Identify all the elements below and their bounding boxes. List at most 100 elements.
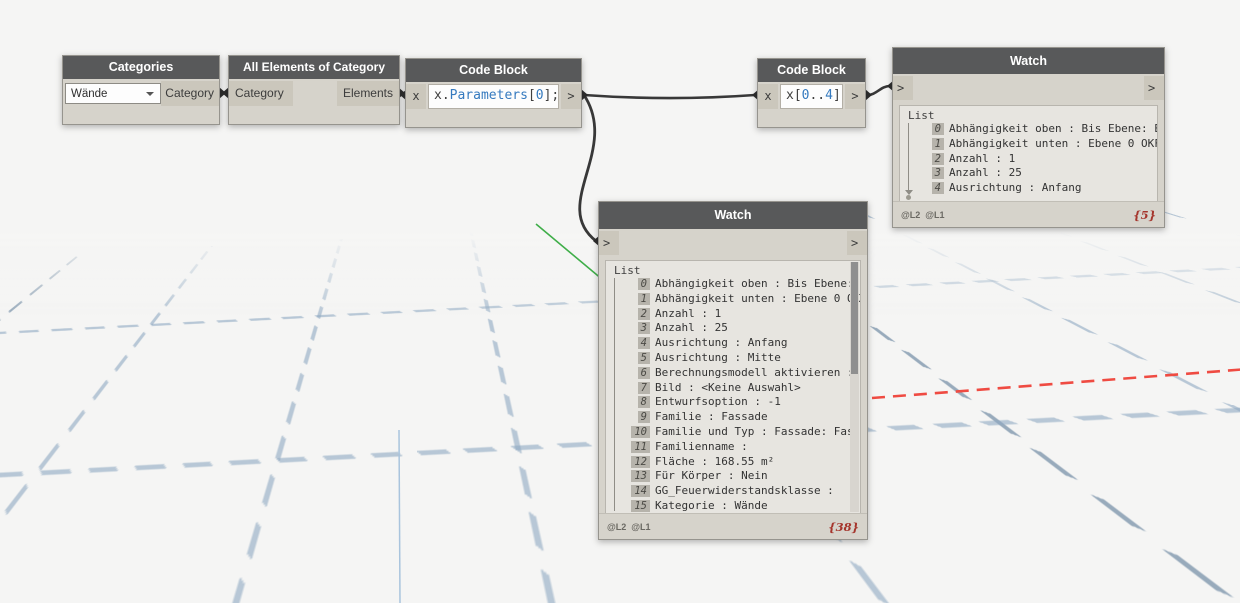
list-item: 9 Familie : Fassade (606, 410, 860, 425)
node-watch-main[interactable]: Watch > > List 0 Abhängigkeit oben : Bis … (598, 201, 868, 540)
item-text: Abhängigkeit oben : Bis Ebene: Ebe (949, 122, 1157, 135)
item-text: Anzahl : 1 (949, 151, 1016, 165)
item-text: Für Körper : Nein (655, 469, 768, 483)
node-title: Categories (63, 56, 219, 79)
watch-footer: @L2 @L1 {5} (893, 201, 1164, 227)
item-index-badge: 1 (637, 292, 650, 305)
item-index-badge: 15 (631, 499, 650, 512)
item-index-badge: 0 (931, 123, 944, 135)
code-token: [ (527, 88, 536, 103)
output-port-elements[interactable]: Elements (337, 81, 399, 106)
input-pin-all-elements[interactable] (222, 87, 229, 99)
node-title: Watch (893, 48, 1164, 74)
item-text: Abhängigkeit oben : Bis Ebene: (655, 277, 854, 290)
item-index-badge: 4 (931, 182, 944, 195)
item-index-badge: 9 (637, 411, 650, 424)
item-index-badge: 3 (931, 167, 944, 180)
item-text: Anzahl : 25 (655, 321, 728, 335)
item-count-badge: {38} (828, 519, 859, 534)
item-index-badge: 7 (637, 381, 650, 394)
item-count-badge: {5} (1133, 207, 1156, 222)
output-port-category[interactable]: Category (161, 81, 219, 106)
lacing-level-badge[interactable]: @L2 (901, 209, 921, 220)
node-title: All Elements of Category (229, 56, 399, 79)
item-index-badge: 2 (931, 152, 944, 165)
code-token: 0 (801, 88, 810, 103)
lacing-level-badge[interactable]: @L1 (631, 521, 651, 532)
code-token: .. (809, 88, 826, 103)
item-text: Ausrichtung : Anfang (655, 336, 788, 350)
item-index-badge: 13 (631, 470, 650, 483)
node-categories[interactable]: Categories Wände Category (62, 55, 220, 125)
node-code-block-parameters[interactable]: Code Block x x.Parameters[0]; > (405, 58, 582, 128)
item-index-badge: 0 (637, 278, 650, 290)
item-index-badge: 10 (631, 425, 650, 438)
wire-codeblock2-to-watch-top[interactable] (867, 84, 891, 97)
node-watch-top[interactable]: Watch > > List 0 Abhängigkeit oben : Bis … (892, 47, 1165, 228)
node-all-elements-of-category[interactable]: All Elements of Category Category Elemen… (228, 55, 400, 125)
watch-list-panel[interactable]: List 0 Abhängigkeit oben : Bis Ebene: Ebe… (899, 105, 1158, 202)
item-text: Ausrichtung : Mitte (655, 350, 781, 364)
list-label: List (908, 109, 935, 122)
node-title: Code Block (406, 59, 581, 82)
list-item: 4 Ausrichtung : Anfang (606, 336, 860, 351)
list-tree-line (908, 123, 909, 190)
code-token: ]; (543, 88, 559, 103)
scrollbar-thumb[interactable] (851, 262, 858, 374)
code-editor[interactable]: x[0..4]; (780, 84, 843, 109)
code-token: x[ (786, 88, 802, 103)
output-port[interactable]: > (847, 231, 867, 255)
item-index-badge: 14 (631, 485, 650, 498)
item-text: Anzahl : 1 (655, 306, 722, 320)
list-item: 0 Abhängigkeit oben : Bis Ebene: (606, 277, 860, 292)
item-text: Familie : Fassade (655, 410, 768, 424)
lacing-level-badge[interactable]: @L2 (607, 521, 627, 532)
node-code-block-slice[interactable]: Code Block x x[0..4]; > (757, 58, 866, 128)
watch-footer: @L2 @L1 {38} (599, 513, 867, 539)
item-text: Fläche : 168.55 m² (655, 454, 775, 468)
item-text: GG_Feuerwiderstandsklasse : (655, 484, 834, 498)
list-label: List (614, 264, 641, 277)
output-port[interactable]: > (845, 84, 865, 109)
lacing-level-badge[interactable]: @L1 (925, 209, 945, 220)
code-editor[interactable]: x.Parameters[0]; (428, 84, 559, 109)
list-item: 14 GG_Feuerwiderstandsklasse : (606, 484, 860, 499)
green-axis-line (535, 223, 604, 281)
chevron-down-icon (146, 92, 154, 96)
item-index-badge: 11 (631, 440, 650, 453)
input-port[interactable]: > (599, 231, 619, 255)
code-token: Parameters (449, 88, 528, 103)
input-port-x[interactable]: x (758, 84, 778, 109)
item-index-badge: 5 (637, 351, 650, 364)
output-port[interactable]: > (561, 84, 581, 109)
output-pin-codeblock2[interactable] (865, 89, 872, 101)
list-item: 13 Für Körper : Nein (606, 469, 860, 484)
output-port[interactable]: > (1144, 76, 1164, 100)
wire-codeblock1-to-codeblock2[interactable] (583, 93, 756, 100)
list-tree-line (614, 278, 615, 511)
input-port[interactable]: > (893, 76, 913, 100)
item-index-badge: 2 (637, 307, 650, 320)
node-title: Watch (599, 202, 867, 229)
list-scrollbar[interactable] (850, 262, 859, 512)
input-port-category[interactable]: Category (229, 81, 293, 106)
code-token: 0 (535, 88, 544, 103)
item-index-badge: 12 (631, 455, 650, 468)
output-pin-codeblock1[interactable] (581, 89, 588, 101)
wire-codeblock1-to-watch-main[interactable] (578, 94, 597, 243)
input-port-x[interactable]: x (406, 84, 426, 109)
item-index-badge: 4 (637, 337, 650, 350)
category-dropdown[interactable]: Wände (65, 83, 161, 104)
